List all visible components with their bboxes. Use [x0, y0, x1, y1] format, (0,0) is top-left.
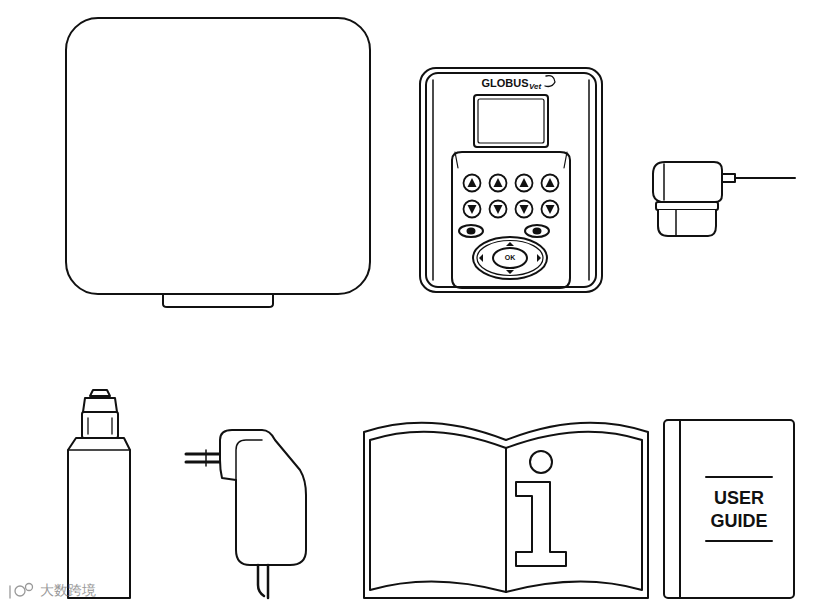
brand-logo: GLOBUS: [481, 77, 528, 89]
user-guide-booklet: [664, 420, 794, 598]
power-adapter: [186, 430, 306, 598]
stimulator-device: [420, 68, 602, 292]
carry-case: [66, 18, 370, 307]
probe-connector: [653, 162, 795, 236]
watermark-text: 大数跨境: [40, 583, 96, 598]
instruction-manual: [364, 423, 648, 598]
ok-button-label: OK: [505, 254, 516, 262]
booklet-title: USER GUIDE: [707, 487, 771, 532]
gel-bottle: [68, 390, 130, 598]
brand-suffix: Vet: [529, 83, 541, 92]
watermark-logo: [10, 584, 33, 599]
